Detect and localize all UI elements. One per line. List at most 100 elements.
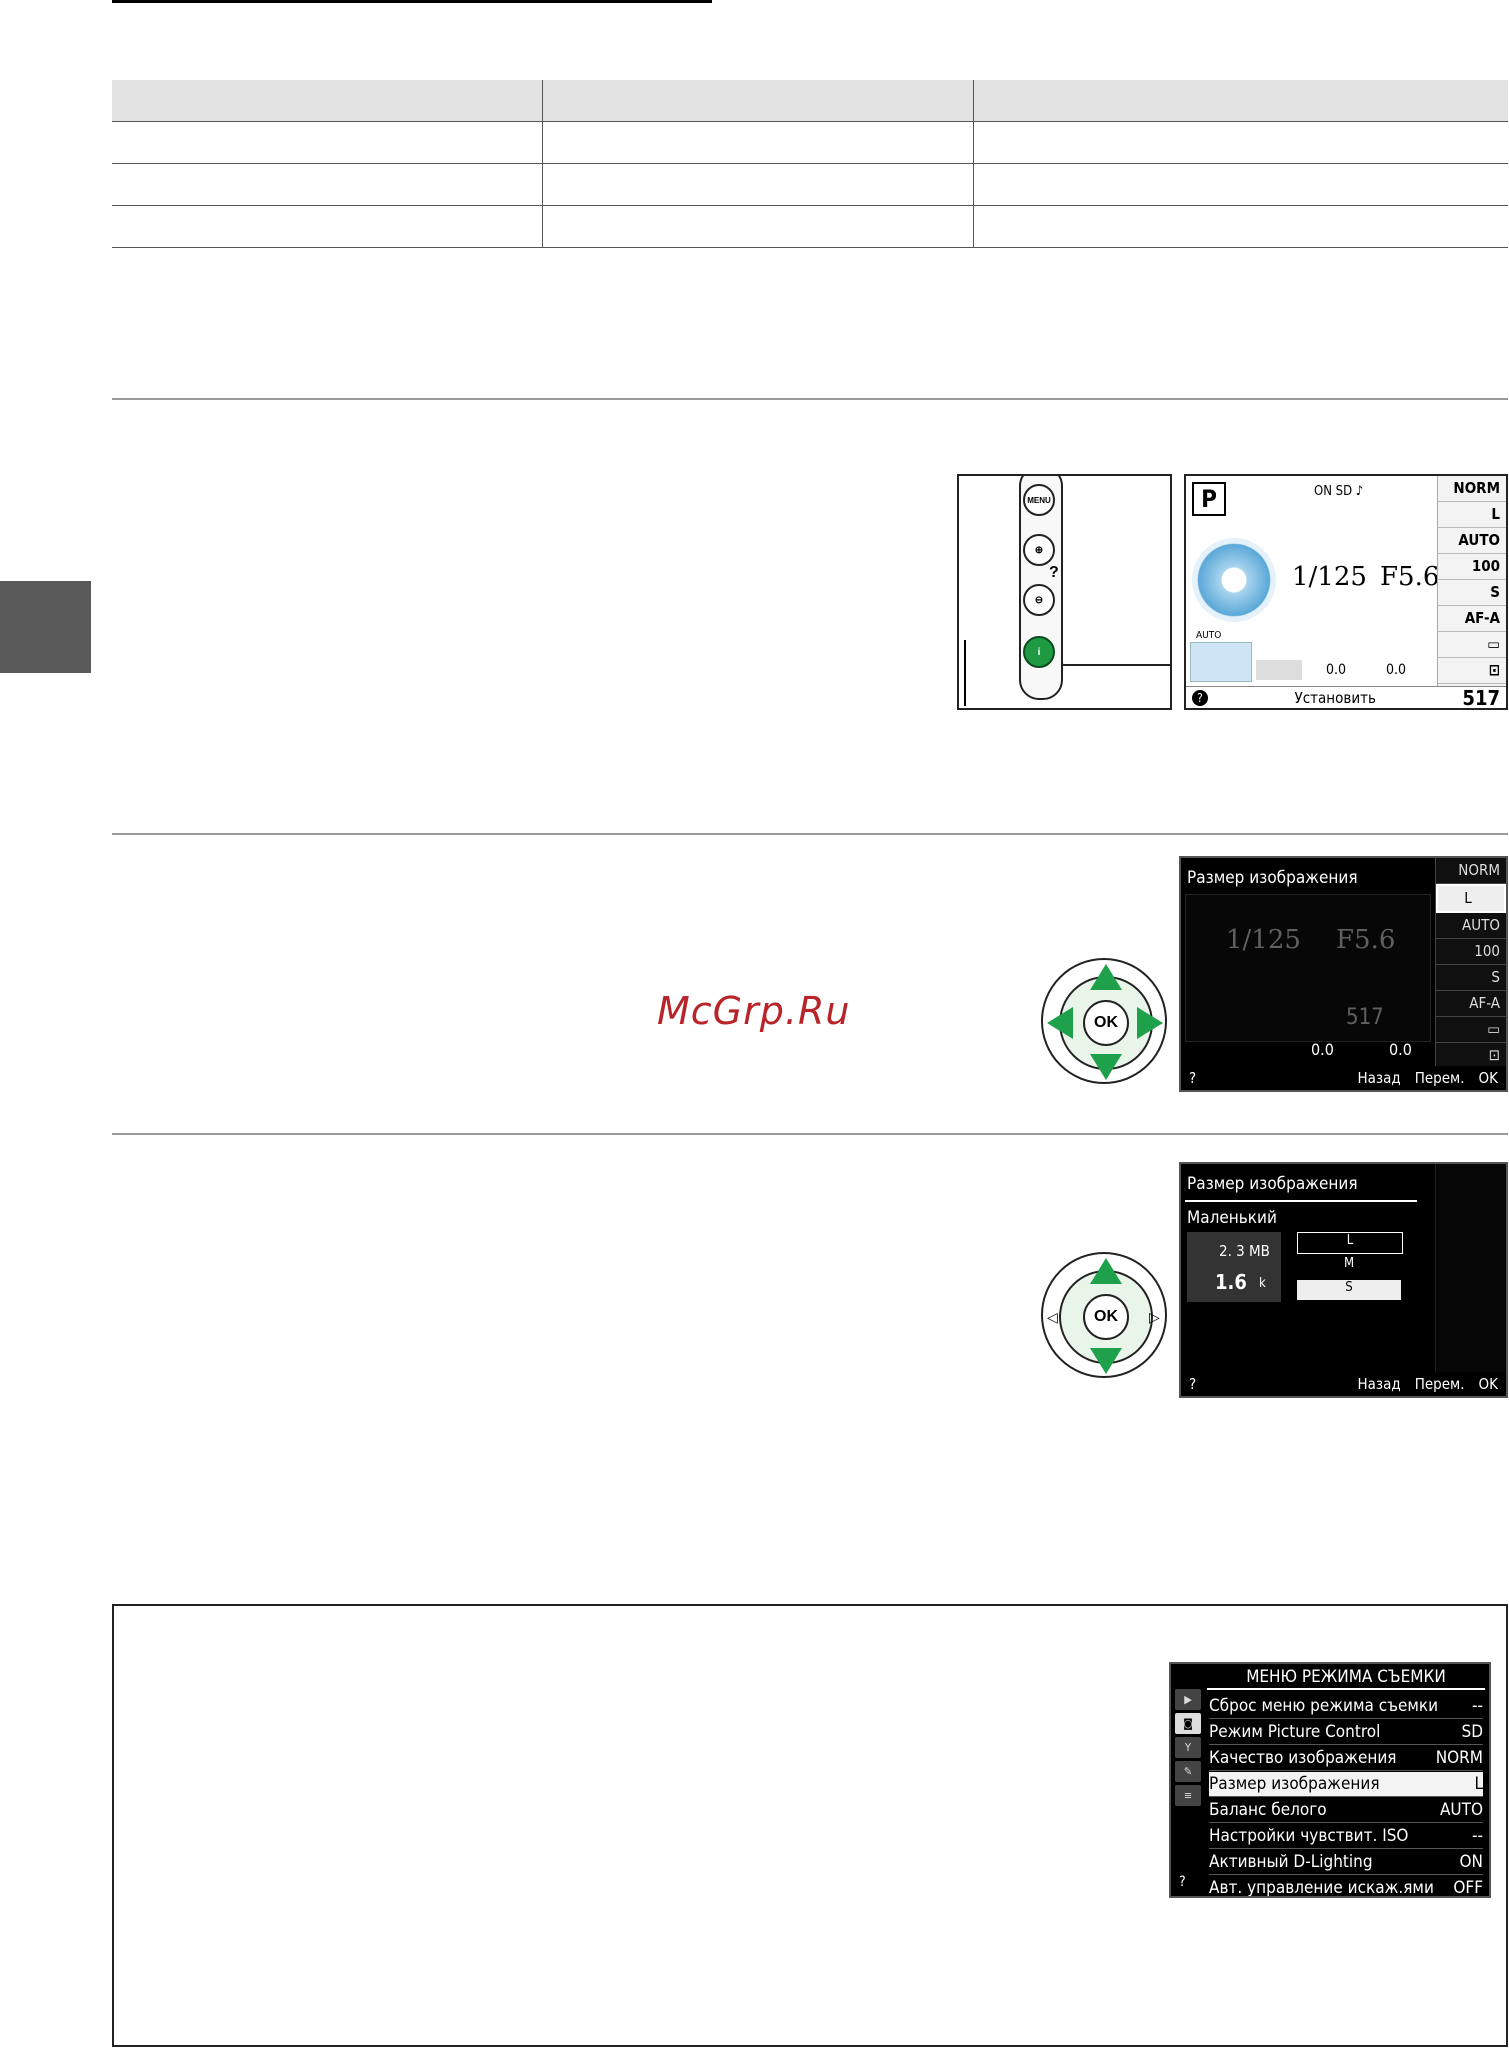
menu-row-label: Настройки чувствит. ISO [1209, 1826, 1409, 1846]
shutter-speed: 1/125 [1292, 562, 1367, 592]
menu-row[interactable]: Активный D-Lighting ON [1209, 1850, 1483, 1875]
zoom-in-button[interactable]: ⊕ [1023, 534, 1055, 566]
table-row [112, 163, 1508, 206]
iso-setting: 100 [1438, 554, 1506, 580]
resolution-unit: k [1259, 1276, 1266, 1291]
ok-label: OK [1478, 1069, 1498, 1087]
retouch-tab-icon[interactable]: ✎ [1175, 1761, 1201, 1782]
size-option-large[interactable]: L [1297, 1232, 1403, 1254]
image-size-menu: Размер изображения Маленький 2. 3 MB 1.6… [1179, 1162, 1508, 1398]
aperture-value: F5.6 [1336, 925, 1396, 955]
menu-row-value: -- [1471, 1696, 1483, 1716]
arrow-left-outline-icon: ◁ [1047, 1309, 1058, 1325]
back-label: Назад [1357, 1375, 1401, 1393]
setup-tab-icon[interactable]: Y [1175, 1737, 1201, 1758]
image-size-setting-highlight[interactable]: L [1436, 884, 1506, 913]
file-size: 2. 3 MB [1219, 1242, 1270, 1260]
section-divider [112, 1133, 1508, 1135]
image-size-display: Размер изображения 1/125 F5.6 517 0.0 0.… [1179, 856, 1508, 1092]
size-option-small-selected[interactable]: S [1297, 1280, 1401, 1300]
multi-selector[interactable]: OK [1041, 958, 1167, 1084]
flash-compensation: 0.0 [1326, 662, 1347, 678]
iso-setting: 100 [1436, 939, 1506, 965]
menu-row[interactable]: Баланс белого AUTO [1209, 1798, 1483, 1823]
help-mark: ? [1049, 564, 1059, 581]
table-cell [542, 205, 974, 248]
menu-row-value: OFF [1453, 1878, 1483, 1898]
zoom-out-icon: ⊖ [1034, 594, 1044, 606]
menu-row[interactable]: Настройки чувствит. ISO -- [1209, 1824, 1483, 1849]
menu-row[interactable]: Сброс меню режима съемки -- [1209, 1694, 1483, 1719]
table-cell [973, 121, 1508, 164]
exposure-compensation: 0.0 [1386, 662, 1407, 678]
camera-back-illustration: MENU ⊕ ⊖ ? i [957, 474, 1172, 710]
info-display-screen: P ON SD ♪ 1/125 F5.6 AUTO 0.0 0.0 NORM L… [1184, 474, 1508, 710]
menu-button[interactable]: MENU [1023, 484, 1055, 516]
back-label: Назад [1357, 1069, 1401, 1087]
menu-row-label: Качество изображения [1209, 1748, 1397, 1768]
size-option-medium[interactable]: M [1343, 1256, 1355, 1271]
menu-row-label: Баланс белого [1209, 1800, 1327, 1820]
table-cell [542, 163, 974, 206]
info-icon: i [1037, 646, 1041, 658]
table-row [112, 121, 1508, 164]
release-mode-setting: S [1436, 965, 1506, 991]
ok-label: OK [1478, 1375, 1498, 1393]
option-name: Маленький [1187, 1208, 1277, 1228]
metering-setting: ⊡ [1438, 658, 1506, 684]
menu-row[interactable]: Авт. управление искаж.ями OFF [1209, 1876, 1483, 1898]
menu-row-label: Режим Picture Control [1209, 1722, 1381, 1742]
set-label: Установить [1294, 688, 1376, 707]
shots-remaining: 517 [1462, 685, 1500, 710]
dimmed-info-area: 1/125 F5.6 517 [1185, 894, 1431, 1042]
playback-tab-icon[interactable]: ▶ [1175, 1689, 1201, 1710]
arrow-up-icon [1090, 1258, 1122, 1284]
ok-button[interactable]: OK [1083, 1294, 1129, 1340]
help-icon: ? [1179, 1874, 1186, 1890]
title-underline [1185, 1200, 1417, 1202]
menu-row-label: Авт. управление искаж.ями [1209, 1878, 1434, 1898]
multi-selector[interactable]: ◁ ▷ OK [1041, 1252, 1167, 1378]
shooting-menu-screen: ▶ ◙ Y ✎ ≡ МЕНЮ РЕЖИМА СЪЕМКИ Сброс меню … [1169, 1662, 1491, 1898]
af-area-setting: ▭ [1436, 1017, 1506, 1043]
spec-table [112, 80, 1508, 248]
shooting-tab-icon[interactable]: ◙ [1175, 1713, 1201, 1734]
table-cell [973, 80, 1508, 122]
chapter-tab [0, 581, 91, 673]
info-edit-button[interactable]: i [1023, 636, 1055, 668]
section-divider [112, 398, 1508, 400]
aperture-value: F5.6 [1380, 562, 1440, 592]
white-balance-setting: AUTO [1438, 528, 1506, 554]
flash-mode-icon [1256, 660, 1302, 680]
aperture-graphic [1192, 538, 1276, 622]
menu-row-label: Сброс меню режима съемки [1209, 1696, 1439, 1716]
flash-compensation: 0.0 [1311, 1040, 1334, 1059]
af-auto-label: AUTO [1196, 630, 1222, 641]
shooting-mode: P [1192, 482, 1226, 516]
arrow-left-icon [1047, 1007, 1073, 1039]
zoom-out-help-button[interactable]: ⊖ [1023, 584, 1055, 616]
menu-title: Размер изображения [1187, 1174, 1358, 1194]
menu-row-value: L [1474, 1774, 1483, 1794]
table-cell [112, 80, 543, 122]
menu-row-label: Размер изображения [1209, 1774, 1380, 1794]
recent-tab-icon[interactable]: ≡ [1175, 1785, 1201, 1806]
release-mode-setting: S [1438, 580, 1506, 606]
display-title: Размер изображения [1187, 868, 1358, 888]
focus-mode-setting: AF-A [1436, 991, 1506, 1017]
white-balance-setting: AUTO [1436, 913, 1506, 939]
zoom-in-icon: ⊕ [1034, 544, 1044, 556]
menu-row-value: -- [1471, 1826, 1483, 1846]
arrow-right-outline-icon: ▷ [1149, 1309, 1160, 1325]
menu-row[interactable]: Режим Picture Control SD [1209, 1720, 1483, 1745]
menu-row-selected[interactable]: Размер изображения L [1209, 1772, 1483, 1797]
status-icons: ON SD ♪ [1314, 484, 1364, 499]
table-cell [973, 205, 1508, 248]
dimmed-sidebar [1435, 1164, 1506, 1396]
arrow-down-icon [1090, 1348, 1122, 1374]
note-box [112, 1604, 1508, 2047]
menu-row[interactable]: Качество изображения NORM [1209, 1746, 1483, 1771]
camera-monitor-edge [1047, 476, 1170, 666]
ok-button[interactable]: OK [1083, 1000, 1129, 1046]
menu-row-value: ON [1459, 1852, 1483, 1872]
